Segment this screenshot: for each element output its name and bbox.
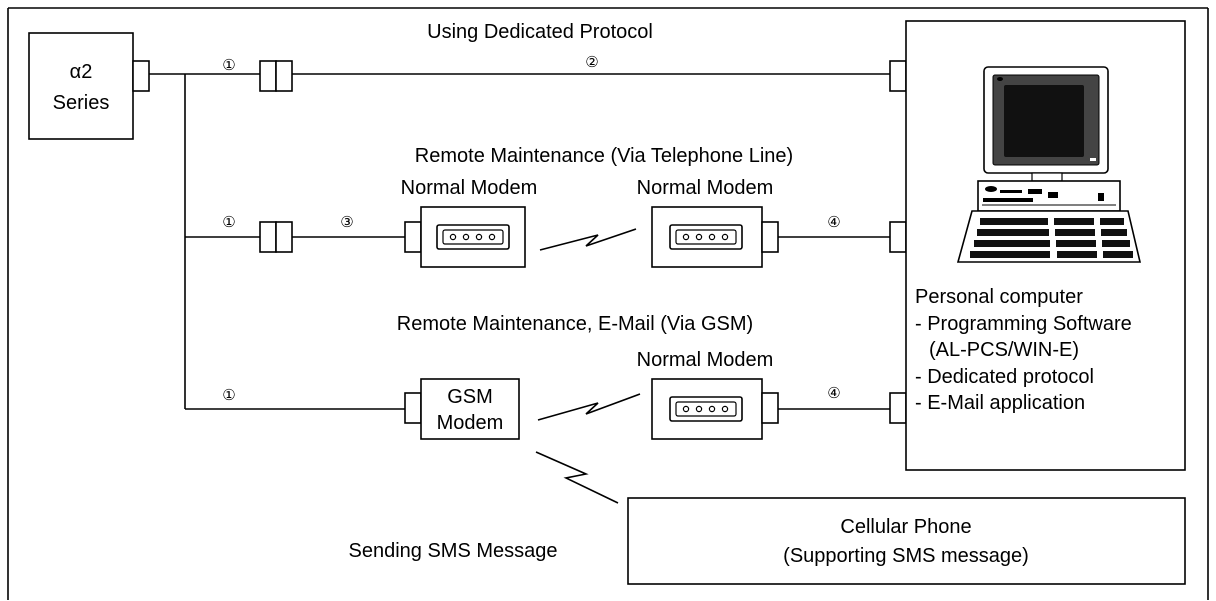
marker-3: ③ xyxy=(340,213,353,231)
gsm-modem-box xyxy=(420,378,520,440)
alpha2-port xyxy=(132,60,150,92)
dedicated-protocol-label: Using Dedicated Protocol xyxy=(427,21,653,43)
pc-feature-protocol: - Dedicated protocol xyxy=(915,366,1094,388)
pc-feature-programming: - Programming Software xyxy=(915,313,1132,335)
modem-left-port xyxy=(404,221,422,253)
modem-right-port xyxy=(761,221,779,253)
marker-1-row2: ① xyxy=(222,213,235,231)
normal-modem-right-label: Normal Modem xyxy=(637,177,774,199)
gsm-label: Remote Maintenance, E-Mail (Via GSM) xyxy=(397,313,753,335)
alpha2-label: α2 xyxy=(70,61,93,83)
adapter-connector-row1 xyxy=(259,60,293,92)
pc-port-row1 xyxy=(889,60,907,92)
telephone-line-label: Remote Maintenance (Via Telephone Line) xyxy=(415,145,793,167)
marker-2: ② xyxy=(585,53,598,71)
telephone-link-zigzag-icon xyxy=(539,228,637,251)
normal-modem-gsm-label: Normal Modem xyxy=(637,349,774,371)
adapter-connector-row2 xyxy=(259,221,293,253)
pc-port-row2 xyxy=(889,221,907,253)
marker-1-row3: ① xyxy=(222,386,235,404)
pc-title: Personal computer xyxy=(915,286,1083,308)
gsm-modem-line2: Modem xyxy=(437,412,504,434)
alpha2-series-box xyxy=(28,32,134,140)
gsm-link-zigzag-icon xyxy=(537,393,641,421)
sms-link-zigzag-icon xyxy=(535,451,619,504)
gsm-modem-line1: GSM xyxy=(447,386,493,408)
modem-gsm-socket-icon xyxy=(669,396,743,422)
pc-feature-software-name: (AL-PCS/WIN-E) xyxy=(929,339,1079,361)
gsm-modem-port xyxy=(404,392,422,424)
cellular-phone-subtitle: (Supporting SMS message) xyxy=(783,545,1029,567)
marker-4-row3: ④ xyxy=(827,384,840,402)
series-label: Series xyxy=(53,92,110,114)
cellular-phone-title: Cellular Phone xyxy=(840,516,971,538)
computer-illustration-icon xyxy=(956,66,1142,263)
cellular-phone-box xyxy=(627,497,1186,585)
modem-gsm-port xyxy=(761,392,779,424)
modem-right-socket-icon xyxy=(669,224,743,250)
modem-left-socket-icon xyxy=(436,224,510,250)
pc-feature-email: - E-Mail application xyxy=(915,392,1085,414)
marker-4-row2: ④ xyxy=(827,213,840,231)
marker-1-row1: ① xyxy=(222,56,235,74)
pc-port-row3 xyxy=(889,392,907,424)
normal-modem-left-label: Normal Modem xyxy=(401,177,538,199)
sms-label: Sending SMS Message xyxy=(348,540,557,562)
